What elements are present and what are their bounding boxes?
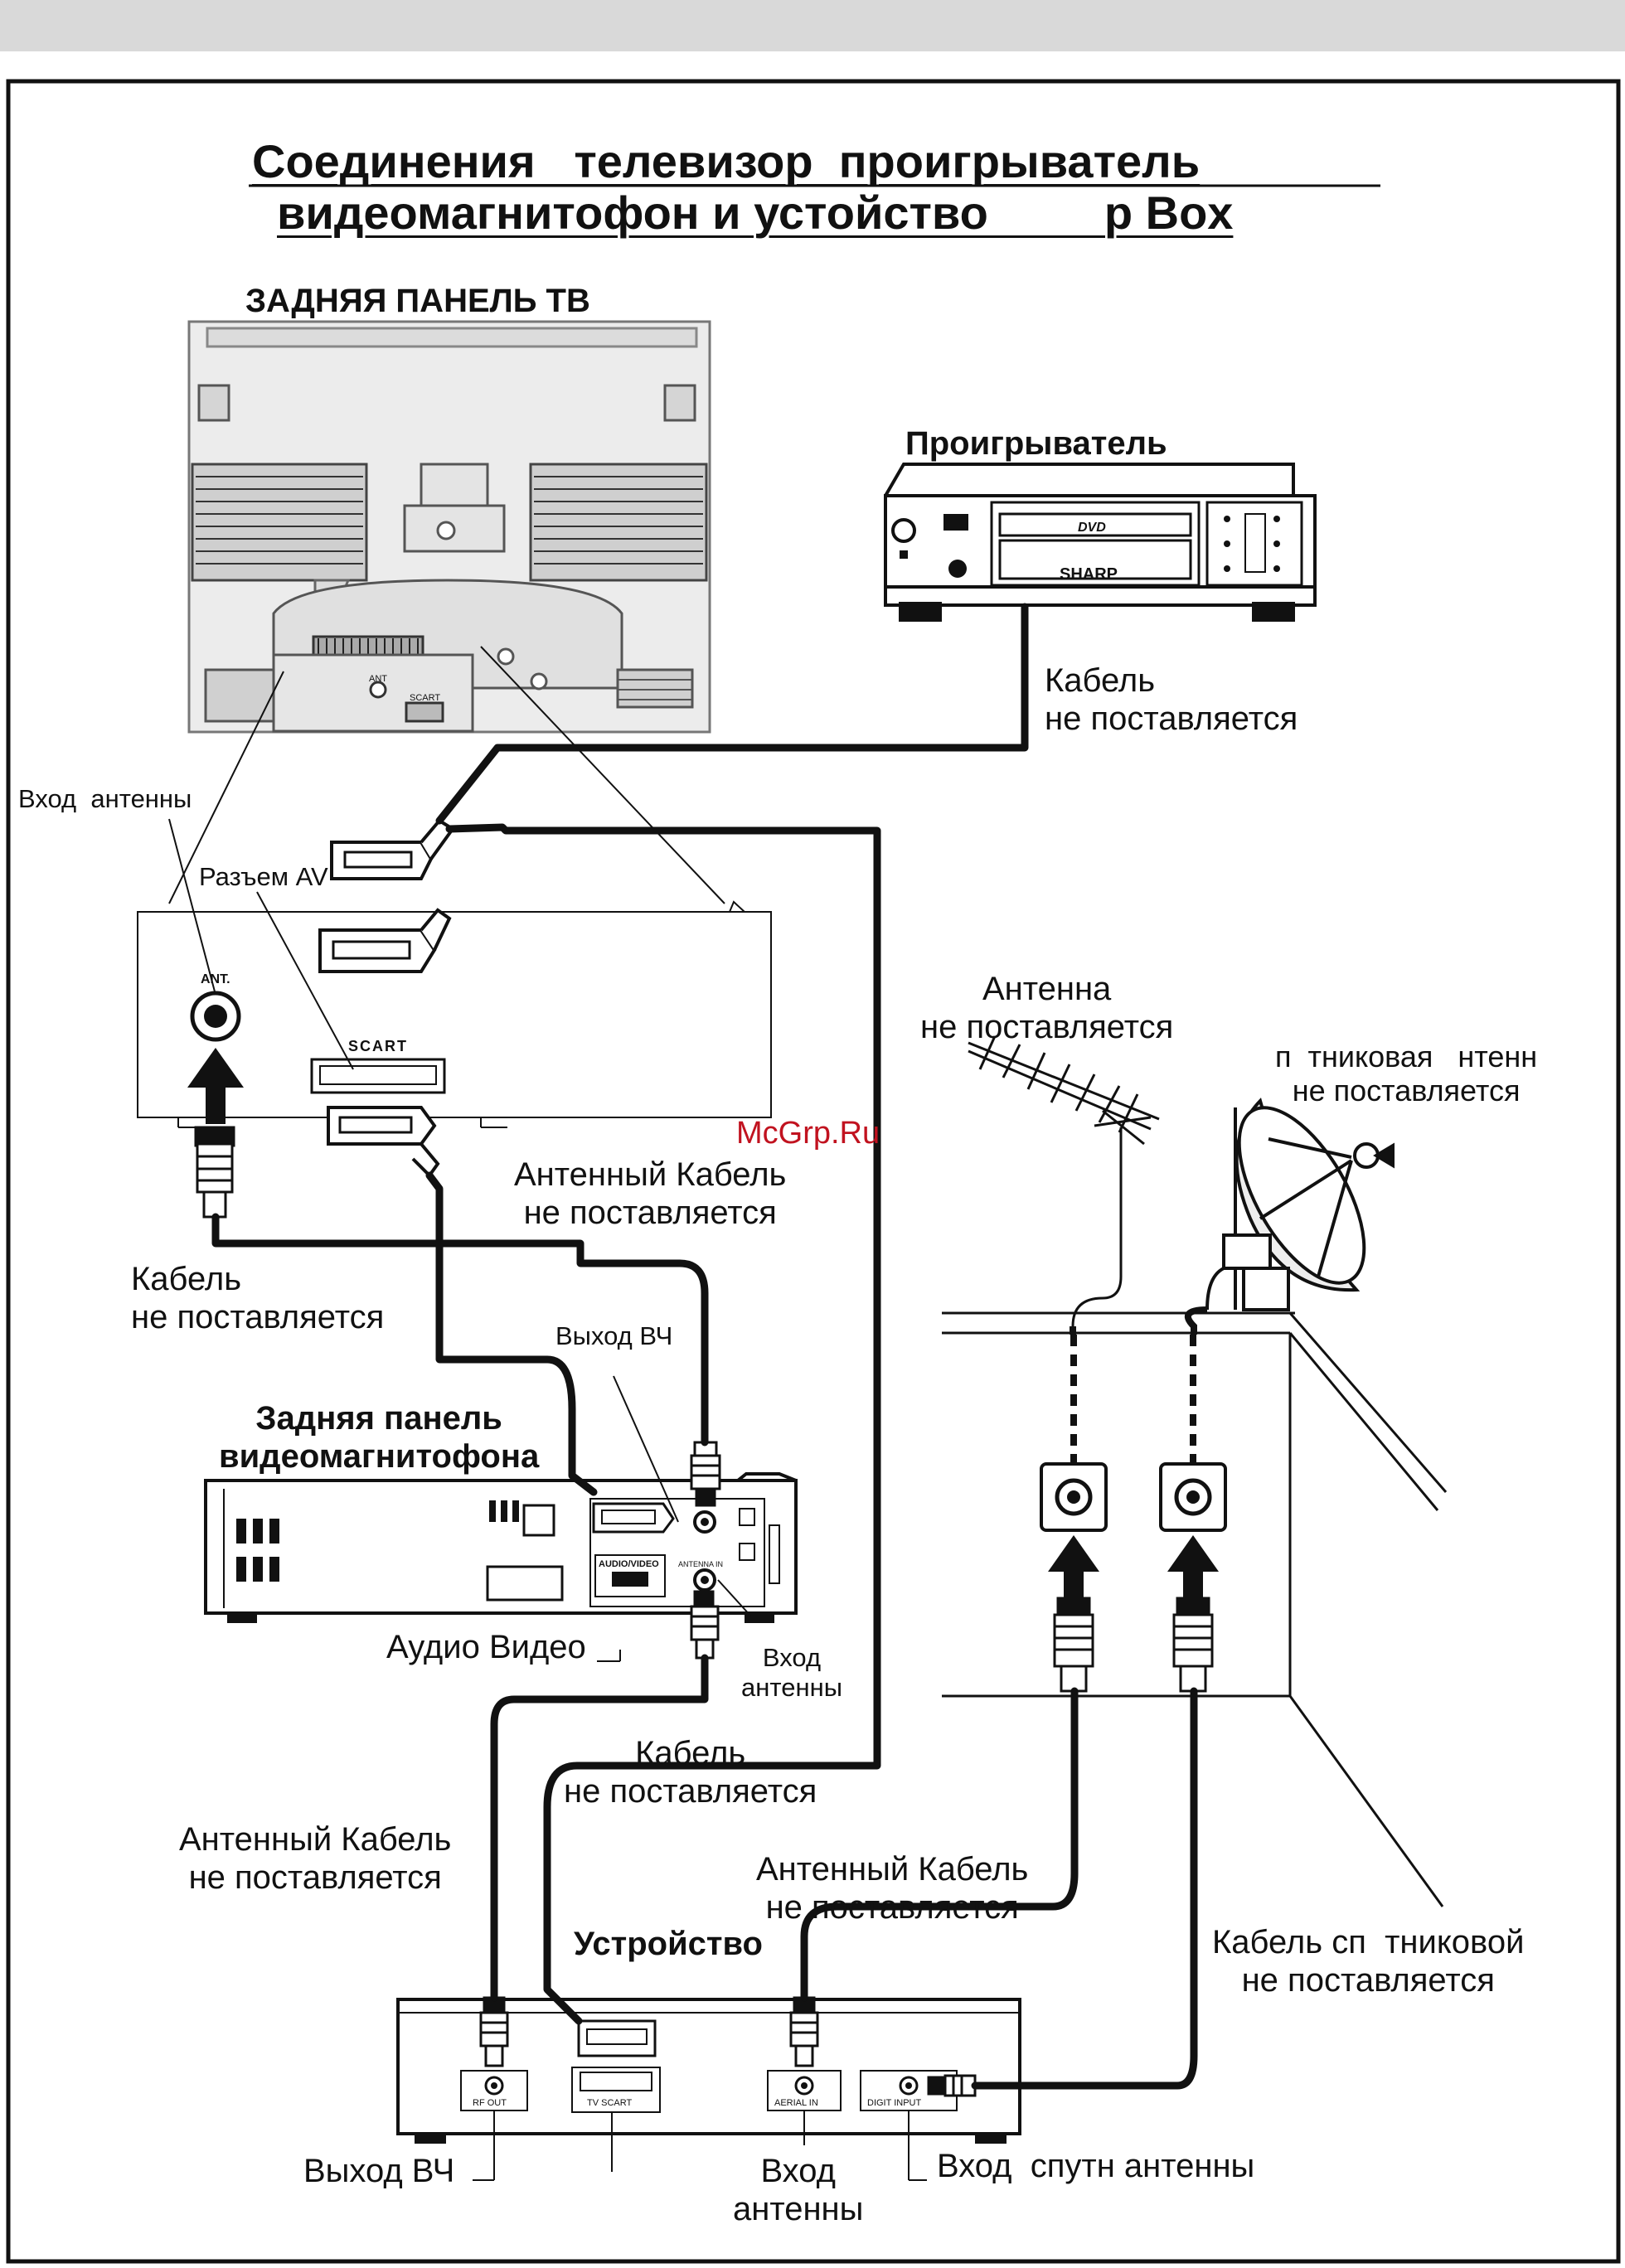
dvd-player-device [884, 463, 1317, 622]
vcr-antenna-in-port: ANTENNA IN [678, 1560, 723, 1568]
cable-aerial [800, 1687, 1079, 2002]
cable-vcr-to-rf-out [490, 1654, 709, 2002]
settop-scart-plug [577, 2019, 657, 2057]
watermark: McGrp.Ru [736, 1116, 880, 1151]
connector-scart-label: SCART [348, 1038, 408, 1054]
vcr-rf-plug-bottom [690, 1590, 720, 1660]
antenna-cable-left-label: Антенный Кабель не поставляется [179, 1821, 452, 1896]
antenna-cable-1-label: Антенный Кабель не поставляется [514, 1156, 787, 1231]
wall-arrows [1048, 1535, 1219, 1611]
satellite-dish [1205, 1098, 1395, 1311]
cable-long-vertical [445, 823, 881, 2025]
rooftop-cable-stubs [1070, 1306, 1208, 1335]
cable-dvd-to-scart [435, 603, 1029, 825]
antenna-cable-right-label: Антенный Кабель не поставляется [756, 1851, 1029, 1926]
rf-plug-left [194, 1126, 235, 1219]
dvd-format-logo: DVD [1078, 521, 1106, 535]
connector-panel [137, 900, 772, 1128]
wall-plugs [1053, 1597, 1214, 1693]
audio-video-label: Аудио Видео [386, 1629, 586, 1665]
cable-rf-left-to-vcr [211, 1213, 709, 1447]
cable-scart-vcr-down [425, 1171, 598, 1496]
settop-rf-plug [479, 1996, 509, 2067]
satellite-cable-label: Кабель сп тниковой не поставляется [1212, 1924, 1525, 1999]
bottom-antenna-in-label: Вход антенны [733, 2153, 864, 2227]
antenna-in-left-label: Вход антенны [18, 784, 192, 813]
cable-middle-label: Кабель не поставляется [564, 1735, 817, 1810]
av-jack-label: Разъем AV [199, 862, 328, 891]
settop-port-rf-out: RF OUT [473, 2098, 507, 2108]
tv-back-panel [187, 320, 711, 734]
vcr-scart-plug [592, 1502, 675, 1534]
settop-aerial-plug [789, 1996, 819, 2067]
vcr-audio-video-port: AUDIO/VIDEO [599, 1559, 659, 1569]
scart-plug-vcr [327, 1106, 440, 1179]
vcr-panel-label: Задняя панель видеомагнитофона [219, 1400, 540, 1475]
vcr-rf-plug-top [690, 1441, 721, 1507]
antenna-label: Антенна не поставляется [920, 971, 1174, 1045]
dish-label: п тниковая нтенн не поставляется [1275, 1040, 1538, 1108]
tv-scart-port-label: SCART [410, 693, 440, 703]
cable-satellite [971, 1687, 1198, 2090]
scart-plug-dvd [330, 818, 455, 880]
page-frame [6, 79, 1621, 2264]
wall-socket-antenna [1040, 1462, 1108, 1532]
settop-device-label: Устройство [574, 1926, 763, 1962]
wall-socket-satellite [1159, 1462, 1227, 1532]
header-strip [0, 0, 1625, 51]
cables [211, 603, 1198, 2090]
settop-port-aerial-in: AERIAL IN [774, 2098, 818, 2108]
scart-plug-tv-upper [318, 908, 452, 973]
title-line-1: Соединения телевизор проигрыватель [252, 135, 1201, 187]
rf-out-vcr-label: Выход ВЧ [555, 1321, 673, 1350]
ant-arrow [187, 1048, 244, 1124]
dvd-player-label: Проигрыватель [905, 425, 1167, 462]
leader-lines [168, 646, 927, 2181]
yagi-antenna [968, 1035, 1160, 1327]
cable-left-label: Кабель не поставляется [131, 1261, 385, 1335]
bottom-rf-out-label: Выход ВЧ [303, 2153, 455, 2189]
connector-ant-label: ANT. [201, 972, 230, 986]
vcr-antenna-in-label: Вход антенны [741, 1643, 842, 1702]
dvd-brand-logo: SHARP [1060, 565, 1118, 584]
building-outline [942, 1311, 1448, 1907]
settop-digit-plug [927, 2074, 977, 2097]
dotted-cables [1070, 1335, 1196, 1464]
tv-ant-port-label: ANT [369, 674, 387, 684]
cable-dvd-label: Кабель не поставляется [1045, 662, 1298, 737]
settop-port-tv-scart: TV SCART [587, 2098, 632, 2108]
bottom-sat-in-label: Вход спутн антенны [937, 2148, 1255, 2184]
title-line-2: видеомагнитофон и устойство р Box [277, 187, 1234, 239]
settop-port-digit-input: DIGIT INPUT [867, 2098, 921, 2108]
tv-panel-label: ЗАДНЯЯ ПАНЕЛЬ ТВ [245, 283, 590, 319]
